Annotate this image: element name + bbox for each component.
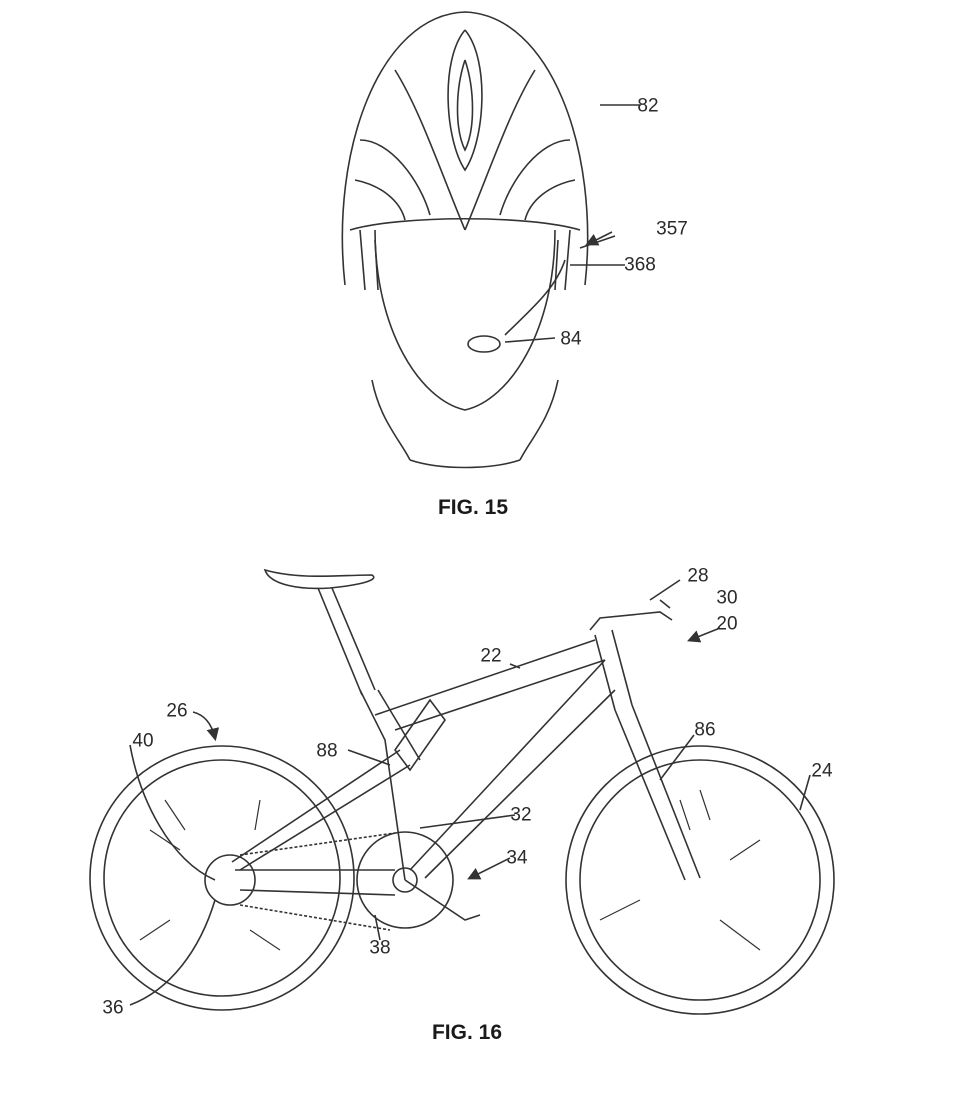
reference-numeral-36: 36 — [102, 997, 124, 1019]
seat-tube — [359, 689, 421, 881]
saddle — [263, 568, 375, 590]
helmet-visor-edge — [349, 217, 581, 231]
reference-numeral-20: 20 — [716, 613, 738, 635]
rear-hub — [204, 854, 256, 906]
reference-numeral-24: 24 — [811, 760, 833, 782]
wheel-spokes — [139, 789, 761, 951]
helmet-shell — [341, 11, 589, 286]
helmet-strap-left — [359, 229, 379, 291]
down-tube — [409, 659, 616, 879]
reference-numeral-86: 86 — [694, 719, 716, 741]
rear-wheel-tire — [89, 745, 355, 1011]
head-with-helmet-illustration — [341, 11, 640, 469]
chainring — [356, 831, 454, 929]
reference-numeral-28: 28 — [687, 565, 709, 587]
figure-caption-16: FIG. 16 — [431, 1021, 503, 1044]
reference-numeral-34: 34 — [506, 847, 528, 869]
reference-numeral-22: 22 — [480, 645, 502, 667]
head-tube — [594, 629, 633, 711]
front-wheel-tire — [565, 745, 835, 1015]
seatstay — [231, 749, 411, 871]
reference-numeral-357: 357 — [656, 218, 688, 240]
figure-caption-15: FIG. 15 — [437, 496, 509, 519]
reference-numeral-26: 26 — [166, 700, 188, 722]
boom-microphone — [504, 259, 566, 336]
reference-numeral-368: 368 — [624, 254, 656, 276]
reference-numeral-40: 40 — [132, 730, 154, 752]
chain — [239, 832, 396, 931]
fork — [614, 704, 701, 881]
helmet-strap-right — [554, 229, 571, 291]
pedal-crank — [404, 879, 481, 921]
helmet-center-vent — [447, 29, 483, 172]
reference-numeral-38: 38 — [369, 937, 391, 959]
top-tube — [374, 639, 606, 731]
reference-numeral-88: 88 — [316, 740, 338, 762]
neck-outline — [371, 379, 559, 469]
bicycle-illustration — [89, 568, 835, 1015]
rear-shock — [394, 698, 446, 772]
handlebar — [589, 611, 673, 631]
seat-post — [317, 587, 376, 696]
reference-numeral-32: 32 — [510, 804, 532, 826]
reference-numeral-82: 82 — [637, 95, 659, 117]
reference-numeral-30: 30 — [716, 587, 738, 609]
reference-numeral-84: 84 — [560, 328, 582, 350]
microphone-capsule — [467, 335, 501, 353]
face-outline — [374, 229, 556, 411]
chainstay — [235, 869, 396, 896]
